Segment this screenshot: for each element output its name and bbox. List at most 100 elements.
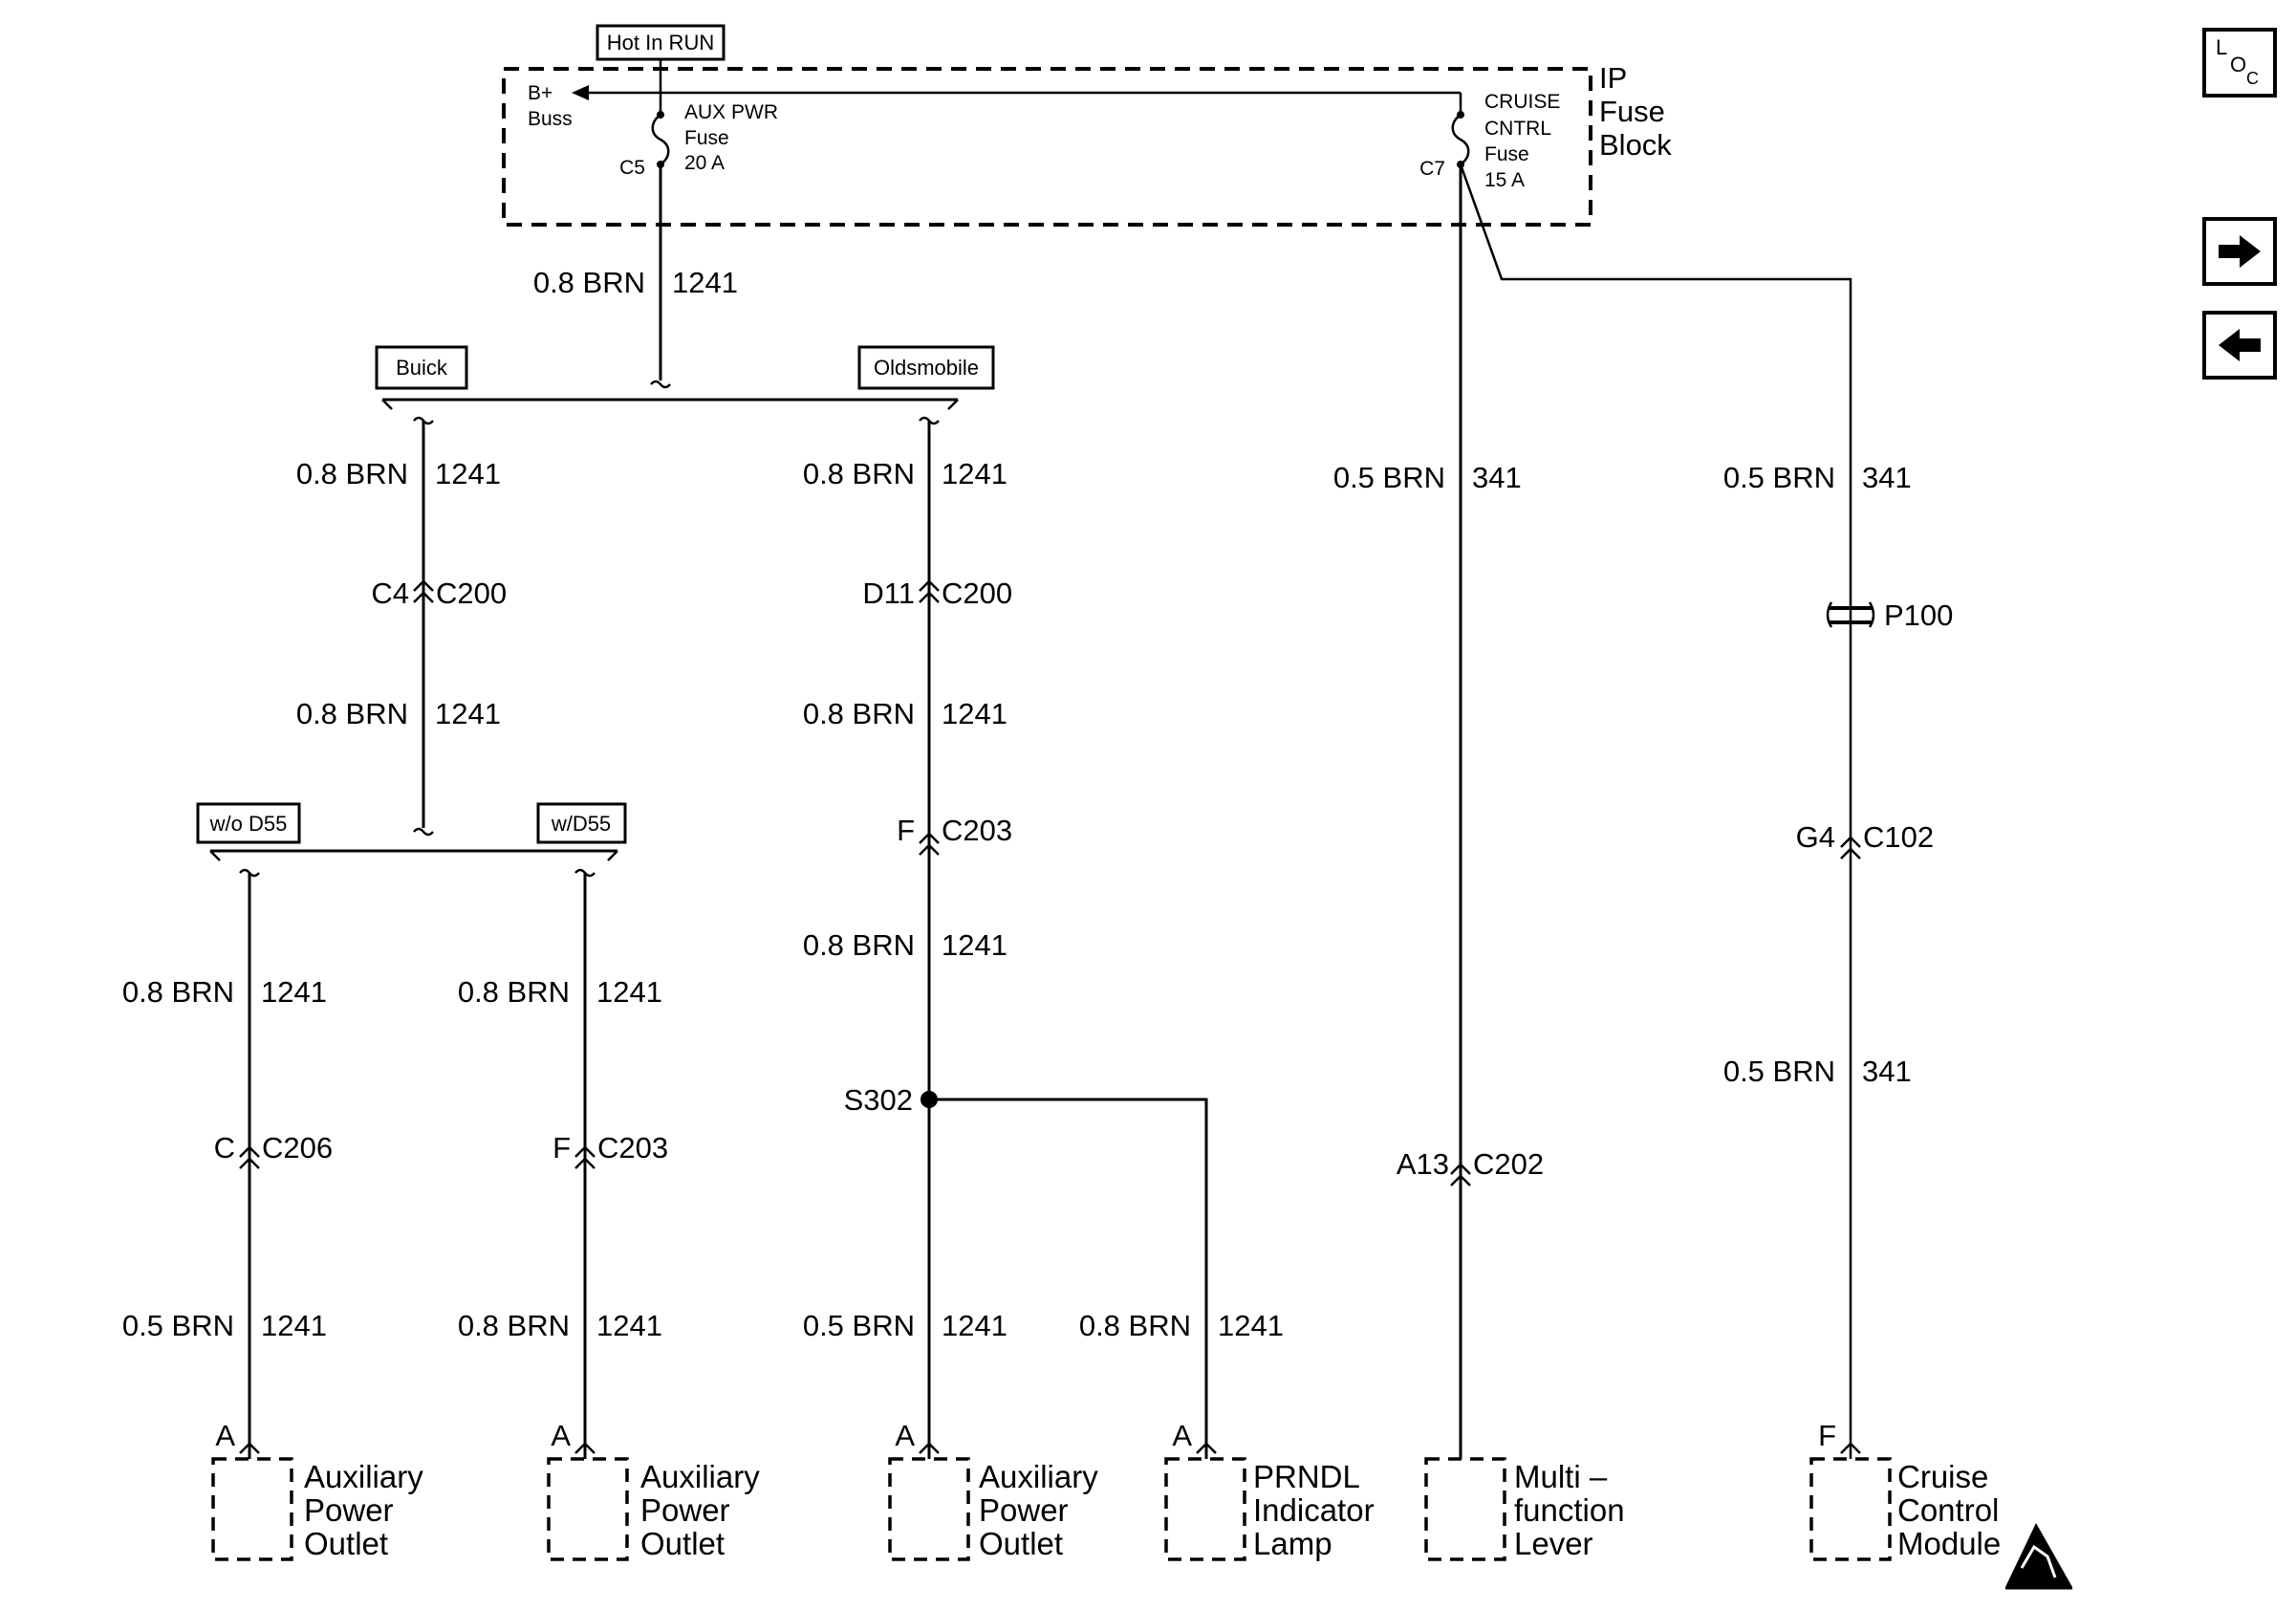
cruise-fuse-label-3: Fuse <box>1484 143 1529 165</box>
connector-multi-c202-name: C202 <box>1473 1147 1544 1181</box>
wire-label-circuit: 1241 <box>1218 1309 1284 1342</box>
component-aux-outlet-2: A Auxiliary Power Outlet <box>547 1419 760 1561</box>
component-label-2: Power <box>640 1492 730 1528</box>
connector-cruise-c102-pin: G4 <box>1796 820 1835 854</box>
cruise-fuse-pin: C7 <box>1419 158 1445 180</box>
wire-label-circuit: 1241 <box>942 1309 1007 1342</box>
location-o: O <box>2230 53 2246 76</box>
component-aux-outlet-1: A Auxiliary Power Outlet <box>211 1419 423 1561</box>
aux-fuse-symbol <box>651 93 670 166</box>
wire-label-circuit: 1241 <box>435 457 501 490</box>
left-arrow-icon <box>2219 329 2261 361</box>
p100-label: P100 <box>1884 598 1953 632</box>
component-pin: A <box>551 1419 571 1452</box>
wire-label-gauge: 0.5 BRN <box>803 1309 915 1342</box>
wire-label-gauge: 0.8 BRN <box>458 975 570 1009</box>
component-label-3: Outlet <box>304 1526 388 1561</box>
wire-label-gauge: 0.5 BRN <box>1333 461 1445 494</box>
p100-bottom-bar <box>1830 620 1872 624</box>
component-label-1: Auxiliary <box>304 1459 423 1494</box>
component-aux-outlet-3: A Auxiliary Power Outlet <box>888 1419 1098 1561</box>
wire-label-gauge: 0.8 BRN <box>803 697 915 730</box>
cruise-fuse-symbol <box>1451 93 1470 166</box>
component-pin: A <box>215 1419 235 1452</box>
cruise-fuse-label-2: CNTRL <box>1484 118 1551 140</box>
aux-fuse-pin: C5 <box>619 157 645 179</box>
back-button[interactable] <box>2202 311 2277 380</box>
wire-label-circuit: 1241 <box>596 975 662 1009</box>
component-label-1: PRNDL <box>1253 1459 1360 1494</box>
wire-label-gauge: 0.8 BRN <box>122 975 234 1009</box>
component-label-3: Outlet <box>979 1526 1063 1561</box>
wire-label-gauge: 0.5 BRN <box>1723 1055 1835 1088</box>
location-button[interactable]: L O C <box>2202 28 2277 98</box>
component-pin: A <box>895 1419 915 1452</box>
component-label-3: Lamp <box>1253 1526 1332 1561</box>
wire-label-circuit: 1241 <box>942 697 1007 730</box>
connector-old-c200-name: C200 <box>942 577 1012 610</box>
connector-wo-c206-pin: C <box>214 1131 235 1164</box>
hot-in-run-label: Hot In RUN <box>607 31 714 54</box>
option-bracket-d55-right-hook <box>607 850 618 861</box>
forward-button[interactable] <box>2202 217 2277 286</box>
option-bracket-top-left-hook <box>381 399 393 410</box>
component-cruise-control-module: F Cruise Control Module <box>1809 1419 2001 1561</box>
component-label-2: Control <box>1897 1492 1999 1528</box>
wire-label-gauge: 0.5 BRN <box>1723 461 1835 494</box>
location-l: L <box>2216 35 2227 59</box>
right-arrow-icon <box>2219 235 2261 268</box>
location-c: C <box>2246 69 2259 88</box>
wire-label-circuit: 1241 <box>435 697 501 730</box>
branch-tilde-d55 <box>413 827 434 837</box>
component-pin: F <box>1818 1419 1836 1452</box>
wire-label-gauge: 0.8 BRN <box>803 457 915 490</box>
connector-buick-c200: C4 C200 <box>371 577 507 610</box>
component-label-3: Lever <box>1514 1526 1593 1561</box>
wire-cruise-module <box>1459 163 1852 1459</box>
connector-w-c203-name: C203 <box>597 1131 668 1164</box>
wire-label-gauge: 0.5 BRN <box>122 1309 234 1342</box>
component-label-1: Auxiliary <box>640 1459 760 1494</box>
option-wo-d55-label: w/o D55 <box>209 812 288 836</box>
connector-cruise-c102-name: C102 <box>1863 820 1934 854</box>
wire-label-circuit: 1241 <box>672 266 738 299</box>
wire-label-gauge: 0.8 BRN <box>533 266 645 299</box>
wire-prndl <box>929 1098 1208 1459</box>
component-multifunction-lever: Multi – function Lever <box>1424 1457 1625 1561</box>
p100-right-cap <box>1868 601 1875 628</box>
connector-old-c203-name: C203 <box>942 814 1012 847</box>
connector-multi-c202-pin: A13 <box>1397 1147 1449 1181</box>
fuse-block-title-1: IP <box>1599 61 1627 95</box>
buss-label: Buss <box>528 108 573 130</box>
component-label-2: function <box>1514 1492 1625 1528</box>
bplus-arrow-icon <box>572 85 589 100</box>
connector-wo-c206-name: C206 <box>262 1131 333 1164</box>
wire-label-circuit: 341 <box>1862 461 1912 494</box>
wire-label-gauge: 0.8 BRN <box>458 1309 570 1342</box>
wire-label-gauge: 0.8 BRN <box>296 697 408 730</box>
fuse-block-title-3: Block <box>1599 128 1672 162</box>
component-label-1: Multi – <box>1514 1459 1608 1494</box>
option-w-d55-box <box>536 802 627 844</box>
wire-label-circuit: 1241 <box>261 1309 327 1342</box>
esd-warning-icon <box>2005 1523 2072 1590</box>
connector-buick-c200-pin: C4 <box>371 577 409 610</box>
connector-multi-c202: A13 C202 <box>1397 1147 1544 1186</box>
connector-old-c203: F C203 <box>897 814 1012 856</box>
aux-fuse-label-1: AUX PWR <box>684 101 778 123</box>
component-label-1: Auxiliary <box>979 1459 1098 1494</box>
component-label-2: Power <box>979 1492 1069 1528</box>
option-buick-label: Buick <box>396 356 448 380</box>
wire-label-circuit: 341 <box>1862 1055 1912 1088</box>
component-label-1: Cruise <box>1897 1459 1988 1494</box>
option-bracket-d55-left-hook <box>209 850 221 861</box>
p100-left-cap <box>1826 601 1833 628</box>
wire-label-gauge: 0.8 BRN <box>296 457 408 490</box>
wire-label-circuit: 1241 <box>942 457 1007 490</box>
component-prndl-lamp: A PRNDL Indicator Lamp <box>1164 1419 1375 1561</box>
connector-wo-c206: C C206 <box>214 1131 333 1169</box>
connector-old-c200-pin: D11 <box>862 577 915 610</box>
fuse-block-title-2: Fuse <box>1599 95 1665 128</box>
wire-label-gauge: 0.8 BRN <box>1079 1309 1191 1342</box>
